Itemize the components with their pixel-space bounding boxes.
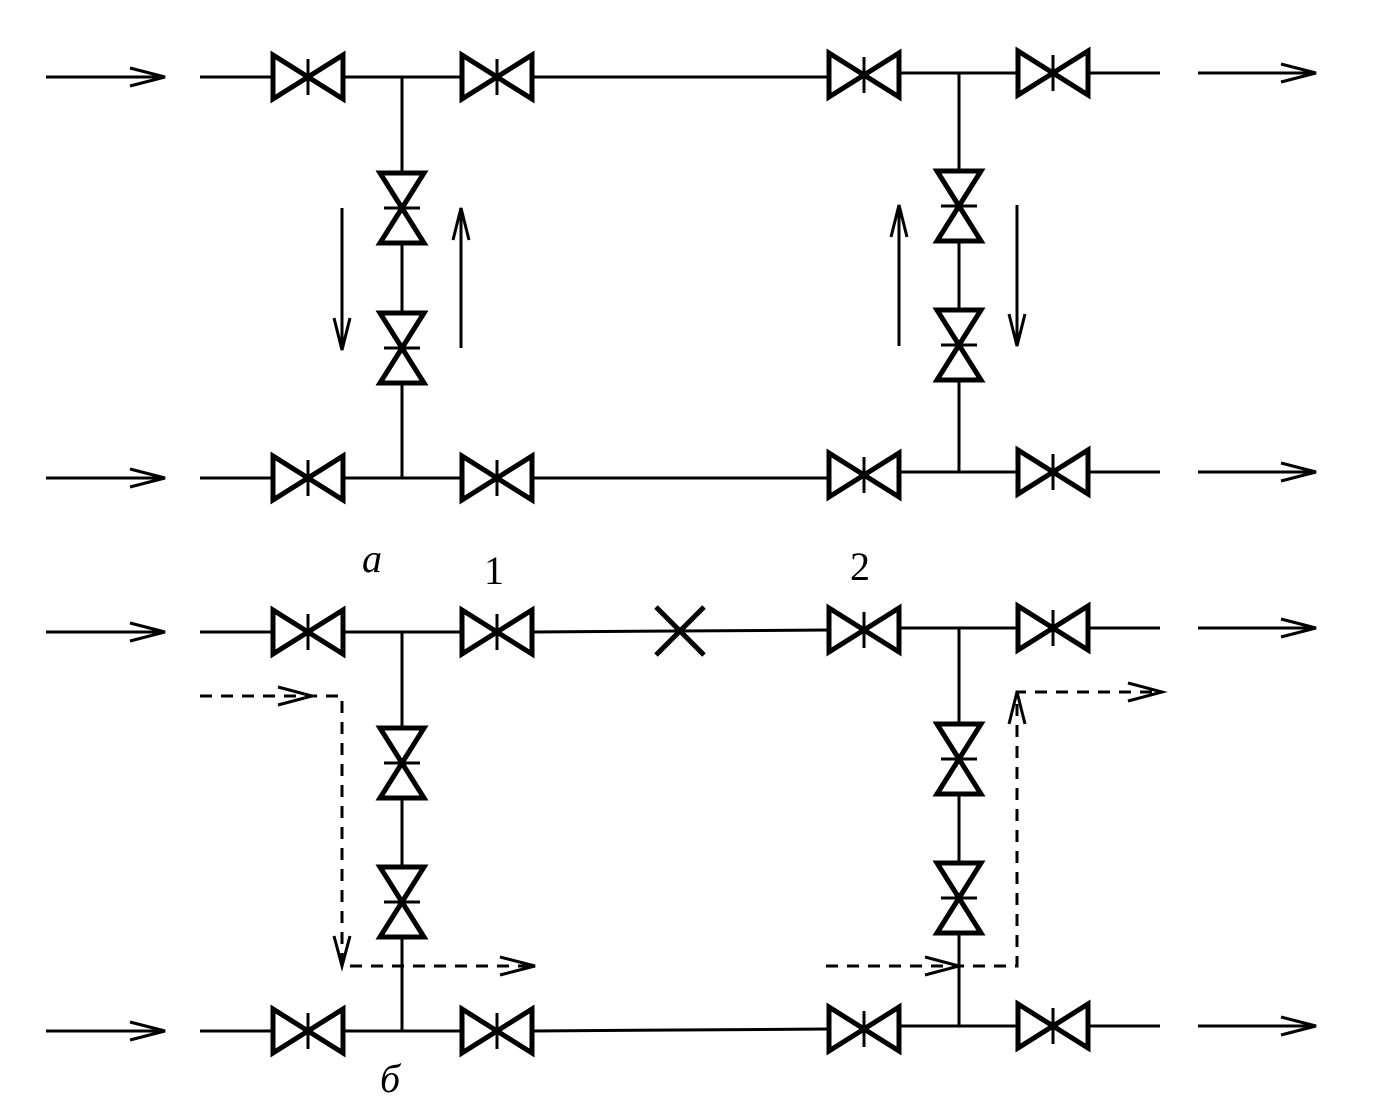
scheme-b-label: б: [380, 1056, 402, 1101]
valve-icon[interactable]: [459, 1004, 535, 1058]
inflow-arrow-b-bottom: [46, 1020, 166, 1042]
flow-arrow-down: [332, 208, 352, 351]
valve-icon[interactable]: [826, 603, 902, 657]
valve-icon[interactable]: [459, 605, 535, 659]
valve-icon[interactable]: [270, 451, 346, 505]
valve-icon[interactable]: [270, 50, 346, 104]
valve-icon[interactable]: [1015, 601, 1091, 655]
dashed-flow-path-left: [200, 685, 536, 977]
valve-icon[interactable]: [932, 168, 986, 244]
flow-arrow-up: [889, 204, 909, 346]
valve-icon[interactable]: [270, 605, 346, 659]
valve-icon[interactable]: [1015, 445, 1091, 499]
valve-icon[interactable]: [1015, 46, 1091, 100]
valve-icon[interactable]: [375, 170, 429, 246]
scheme-b: 1 2: [46, 544, 1317, 1101]
valve-icon[interactable]: [375, 725, 429, 801]
valve-icon[interactable]: [459, 50, 535, 104]
point-1-label: 1: [484, 548, 504, 593]
inflow-arrow-a-top: [46, 66, 166, 88]
valve-icon[interactable]: [1015, 999, 1091, 1053]
valve-icon[interactable]: [826, 448, 902, 502]
valve-icon[interactable]: [932, 721, 986, 797]
valve-icon[interactable]: [932, 307, 986, 383]
flow-arrow-up: [451, 207, 471, 348]
valve-icon[interactable]: [375, 864, 429, 940]
valve-icon[interactable]: [375, 310, 429, 386]
outflow-arrow-a-bottom: [1198, 461, 1317, 483]
inflow-arrow-a-bottom: [46, 467, 166, 489]
outflow-arrow-a-top: [1198, 62, 1317, 84]
point-2-label: 2: [850, 544, 870, 589]
flow-arrow-down: [1007, 205, 1027, 347]
valve-icon[interactable]: [932, 860, 986, 936]
dashed-flow-path-right: [826, 681, 1168, 977]
valve-icon[interactable]: [826, 48, 902, 102]
valve-icon[interactable]: [826, 1002, 902, 1056]
scheme-a: а: [46, 46, 1317, 581]
valve-icon[interactable]: [459, 451, 535, 505]
outflow-arrow-b-bottom: [1198, 1015, 1317, 1037]
valve-icon[interactable]: [270, 1004, 346, 1058]
cross-icon: [654, 605, 706, 657]
inflow-arrow-b-top: [46, 621, 166, 643]
outflow-arrow-b-top: [1198, 617, 1317, 639]
scheme-a-label: а: [362, 536, 382, 581]
